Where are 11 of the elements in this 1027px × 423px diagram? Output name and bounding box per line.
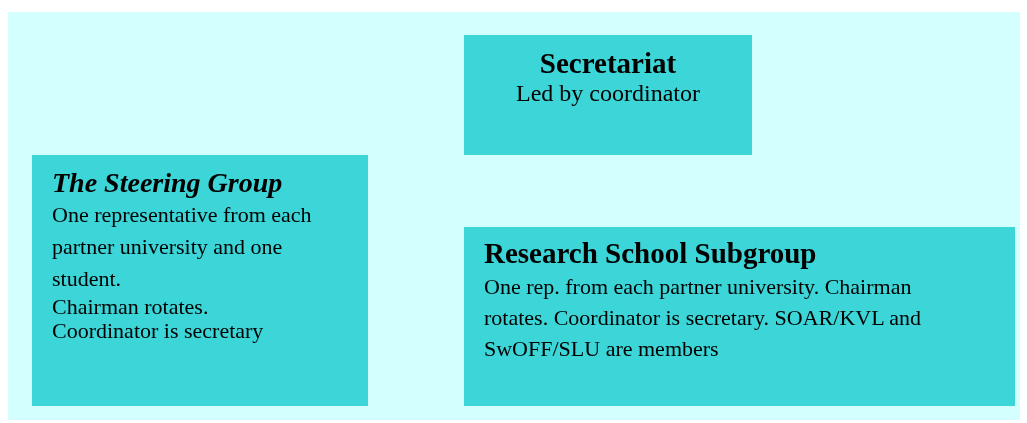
group-box	[32, 155, 368, 406]
group-box	[464, 35, 752, 155]
box-heading: Secretariat	[538, 47, 678, 81]
group-box	[464, 227, 1015, 406]
box-description: One rep. from each partner university. Chairman rotates. Coordinator is secretary. SOAR/KVL and SwOFF/SLU are members	[484, 273, 923, 363]
box-description: One representative from each partner university and one student.	[52, 201, 313, 293]
box-description: Led by coordinator	[515, 80, 701, 107]
background-panel	[8, 12, 1020, 420]
box-heading: The Steering Group	[52, 167, 284, 200]
box-heading: Research School Subgroup	[484, 237, 818, 271]
box-description: Chairman rotates. Coordinator is secretary	[52, 294, 265, 344]
